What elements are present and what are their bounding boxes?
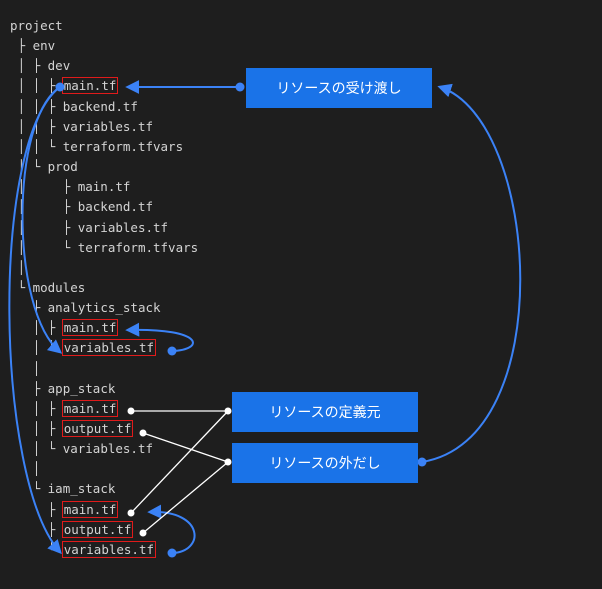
tree-row: │ ├ main.tf (10, 399, 119, 419)
iam-output-dot (139, 529, 147, 537)
tree-row: ├ env (10, 36, 56, 56)
file-name[interactable]: backend.tf (77, 199, 153, 215)
tree-row: │ │ └ terraform.tfvars (10, 137, 184, 157)
file-name[interactable]: project (10, 18, 63, 33)
app-main-dot (127, 407, 135, 415)
file-name[interactable]: modules (32, 279, 86, 295)
tree-branch: │ (10, 360, 41, 376)
iam-output-to-external-line (142, 461, 229, 534)
analytics-vars-dot (167, 346, 177, 356)
file-name[interactable]: terraform.tfvars (62, 138, 184, 154)
tree-row: project (10, 16, 63, 36)
file-name[interactable]: analytics_stack (47, 300, 161, 316)
handoff-dot (235, 82, 245, 92)
file-name[interactable]: variables.tf (62, 118, 153, 134)
tree-branch: │ ├ (10, 179, 78, 195)
tree-row: │ │ ├ backend.tf (10, 97, 138, 117)
tree-branch: │ │ ├ (10, 118, 63, 134)
file-name[interactable]: variables.tf (62, 441, 153, 457)
tree-row: │ (10, 258, 26, 278)
tree-branch: │ ├ (10, 400, 63, 416)
app-output-dot (139, 429, 147, 437)
tree-branch: │ ├ (10, 320, 63, 336)
analytics-vars-to-main-loop (125, 322, 194, 352)
file-name[interactable]: backend.tf (62, 98, 138, 114)
external-output-label: リソースの外だし (232, 443, 418, 483)
tree-branch: │ ├ (10, 58, 48, 74)
tree-branch: └ (10, 481, 48, 497)
tree-branch: │ ├ (10, 199, 78, 215)
tree-branch: ├ (10, 380, 48, 396)
highlighted-file-name[interactable]: main.tf (61, 500, 119, 518)
tree-branch: └ (10, 279, 33, 295)
tree-row: │ └ terraform.tfvars (10, 238, 199, 258)
app-output-to-external-line (142, 432, 229, 463)
highlighted-file-name[interactable]: main.tf (61, 399, 119, 417)
dev-main-to-iam-vars-curve (8, 86, 62, 555)
definition-label: リソースの定義元 (232, 392, 418, 432)
tree-row: │ ├ output.tf (10, 419, 134, 439)
dev-main-dot (55, 82, 65, 92)
file-name[interactable]: variables.tf (77, 219, 169, 235)
file-name[interactable]: prod (47, 159, 78, 175)
tree-row: ├ analytics_stack (10, 298, 161, 318)
definition-left-dot (224, 407, 232, 415)
highlighted-file-name[interactable]: variables.tf (61, 339, 157, 357)
tree-row: │ └ variables.tf (10, 439, 153, 459)
tree-row: └ iam_stack (10, 479, 116, 499)
output-dot (417, 457, 427, 467)
tree-row: ├ output.tf (10, 520, 134, 540)
tree-row: │ │ ├ main.tf (10, 76, 119, 96)
file-name[interactable]: dev (47, 58, 71, 74)
tree-row: ├ main.tf (10, 500, 119, 520)
tree-row: │ │ ├ variables.tf (10, 117, 153, 137)
tree-branch: ├ (10, 521, 63, 537)
highlighted-file-name[interactable]: main.tf (61, 319, 119, 337)
tree-row: │ └ prod (10, 157, 78, 177)
output-to-handoff-loop (421, 83, 522, 463)
iam-vars-to-main-loop (147, 504, 196, 554)
tree-branch: │ └ (10, 159, 48, 175)
file-name[interactable]: env (32, 38, 56, 54)
tree-row: │ ├ main.tf (10, 177, 131, 197)
iam-main-to-definition-line (130, 410, 229, 514)
iam-main-dot (127, 509, 135, 517)
file-name[interactable]: app_stack (47, 380, 116, 396)
tree-branch: ├ (10, 501, 63, 517)
tree-branch: │ │ ├ (10, 98, 63, 114)
tree-row: │ (10, 359, 41, 379)
tree-branch: ├ (10, 300, 48, 316)
tree-branch: │ └ (10, 441, 63, 457)
highlighted-file-name[interactable]: main.tf (61, 77, 119, 95)
tree-branch: │ ├ (10, 219, 78, 235)
tree-row: ├ app_stack (10, 379, 116, 399)
external-left-dot (224, 458, 232, 466)
highlighted-file-name[interactable]: output.tf (61, 520, 134, 538)
file-name[interactable]: main.tf (77, 179, 131, 195)
tree-row: │ (10, 459, 41, 479)
tree-branch: │ ├ (10, 421, 63, 436)
tree-branch: │ (10, 259, 26, 275)
highlighted-file-name[interactable]: variables.tf (61, 540, 157, 558)
iam-vars-dot (167, 548, 177, 558)
highlighted-file-name[interactable]: output.tf (61, 420, 134, 437)
tree-row: │ ├ backend.tf (10, 197, 153, 217)
tree-branch: │ │ └ (10, 138, 63, 154)
dev-main-to-analytics-vars-curve (21, 86, 63, 354)
file-name[interactable]: iam_stack (47, 481, 116, 497)
tree-row: │ ├ dev (10, 56, 71, 76)
file-name[interactable]: terraform.tfvars (77, 239, 199, 255)
tree-row: │ ├ variables.tf (10, 218, 169, 238)
tree-row: └ modules (10, 278, 86, 298)
tree-branch: │ └ (10, 239, 78, 255)
tree-branch: │ │ ├ (10, 78, 63, 94)
tree-branch: │ (10, 461, 41, 477)
handoff-label: リソースの受け渡し (246, 68, 432, 108)
tree-row: │ ├ main.tf (10, 318, 119, 338)
tree-branch: ├ (10, 38, 33, 54)
